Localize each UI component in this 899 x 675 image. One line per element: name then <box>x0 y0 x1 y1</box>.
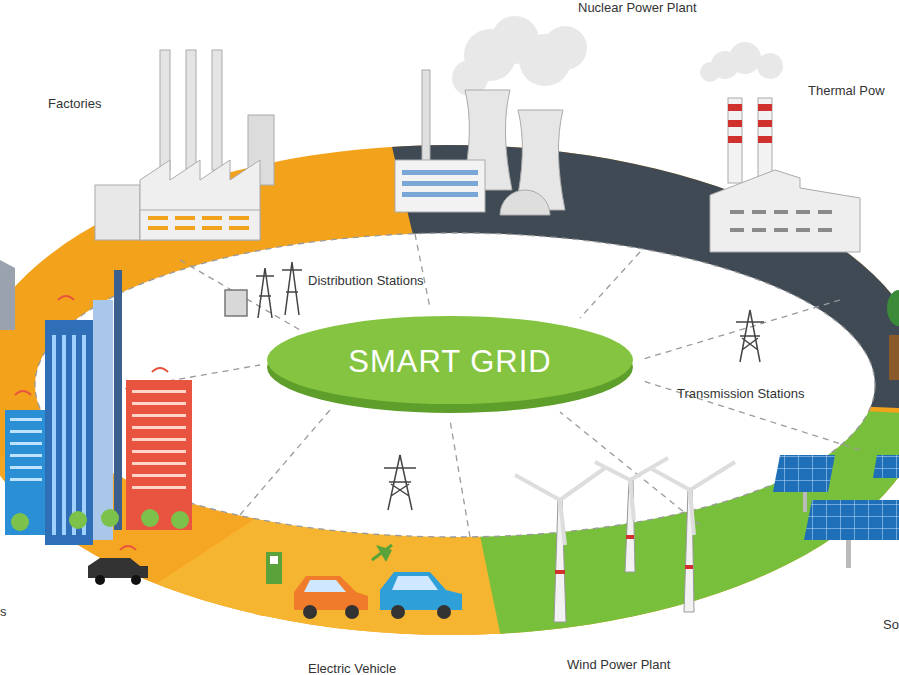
inner-ring <box>35 233 875 537</box>
caption-label: s <box>0 604 7 620</box>
solar-panel-icon <box>773 455 899 568</box>
city-buildings-icon <box>0 260 192 585</box>
caption-label: Distribution Stations <box>308 273 424 289</box>
caption-label: So <box>883 617 899 633</box>
caption-label: Electric Vehicle <box>308 661 396 675</box>
thermal-plant-icon <box>700 42 860 252</box>
caption-label: Nuclear Power Plant <box>578 0 697 16</box>
caption-label: Factories <box>48 96 101 112</box>
nuclear-plant-icon <box>395 16 587 215</box>
caption-label: Wind Power Plant <box>567 657 670 673</box>
factory-icon <box>95 50 274 240</box>
dashed-spokes <box>35 233 875 537</box>
wind-turbine-icon <box>515 458 735 622</box>
caption-label: Thermal Pow <box>808 83 885 99</box>
caption-label: Transmission Stations <box>677 386 804 402</box>
electric-vehicle-icon <box>266 545 462 619</box>
node-title: SMART GRID <box>348 344 552 380</box>
smart-grid-ellipse: SMART GRID <box>265 310 635 414</box>
